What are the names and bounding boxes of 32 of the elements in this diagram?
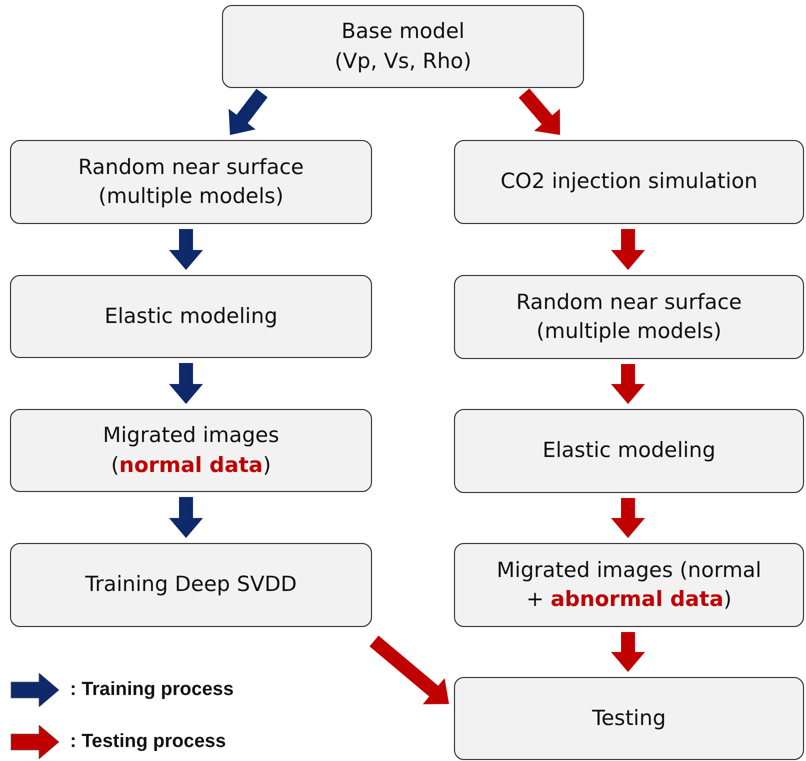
process-box [454, 140, 804, 224]
block-arrow [169, 497, 203, 538]
box-label: Random near surface (multiple models) [77, 154, 305, 210]
process-box [454, 543, 804, 627]
process-box [10, 140, 372, 224]
box-label: CO2 injection simulation [500, 168, 758, 196]
process-box [10, 275, 372, 358]
process-box [222, 5, 584, 88]
process-box [454, 275, 804, 359]
box-label: Base model (Vp, Vs, Rho) [334, 18, 472, 74]
block-arrow [611, 632, 645, 672]
box-label: Random near surface (multiple models) [515, 288, 743, 345]
process-box [454, 677, 804, 760]
block-arrow [518, 88, 560, 135]
box-label: Training Deep SVDD [85, 571, 297, 598]
process-box [10, 409, 372, 492]
block-arrow [169, 363, 203, 404]
block-arrow [370, 636, 449, 704]
block-arrow [228, 88, 268, 135]
process-box [10, 543, 372, 627]
box-label: Elastic modeling [104, 302, 278, 330]
box-label: Migrated images (normal data) [102, 422, 280, 478]
box-label: Testing [592, 704, 666, 732]
block-arrow [169, 229, 203, 270]
block-arrow [611, 498, 645, 538]
block-arrow [611, 229, 645, 270]
process-box [454, 409, 804, 493]
legend-label: : Training process [70, 679, 234, 701]
box-label: Elastic modeling [542, 437, 716, 464]
box-label: Migrated images (normal + abnormal data) [496, 556, 762, 613]
block-arrow [611, 364, 645, 404]
legend-label: : Testing process [70, 731, 226, 753]
